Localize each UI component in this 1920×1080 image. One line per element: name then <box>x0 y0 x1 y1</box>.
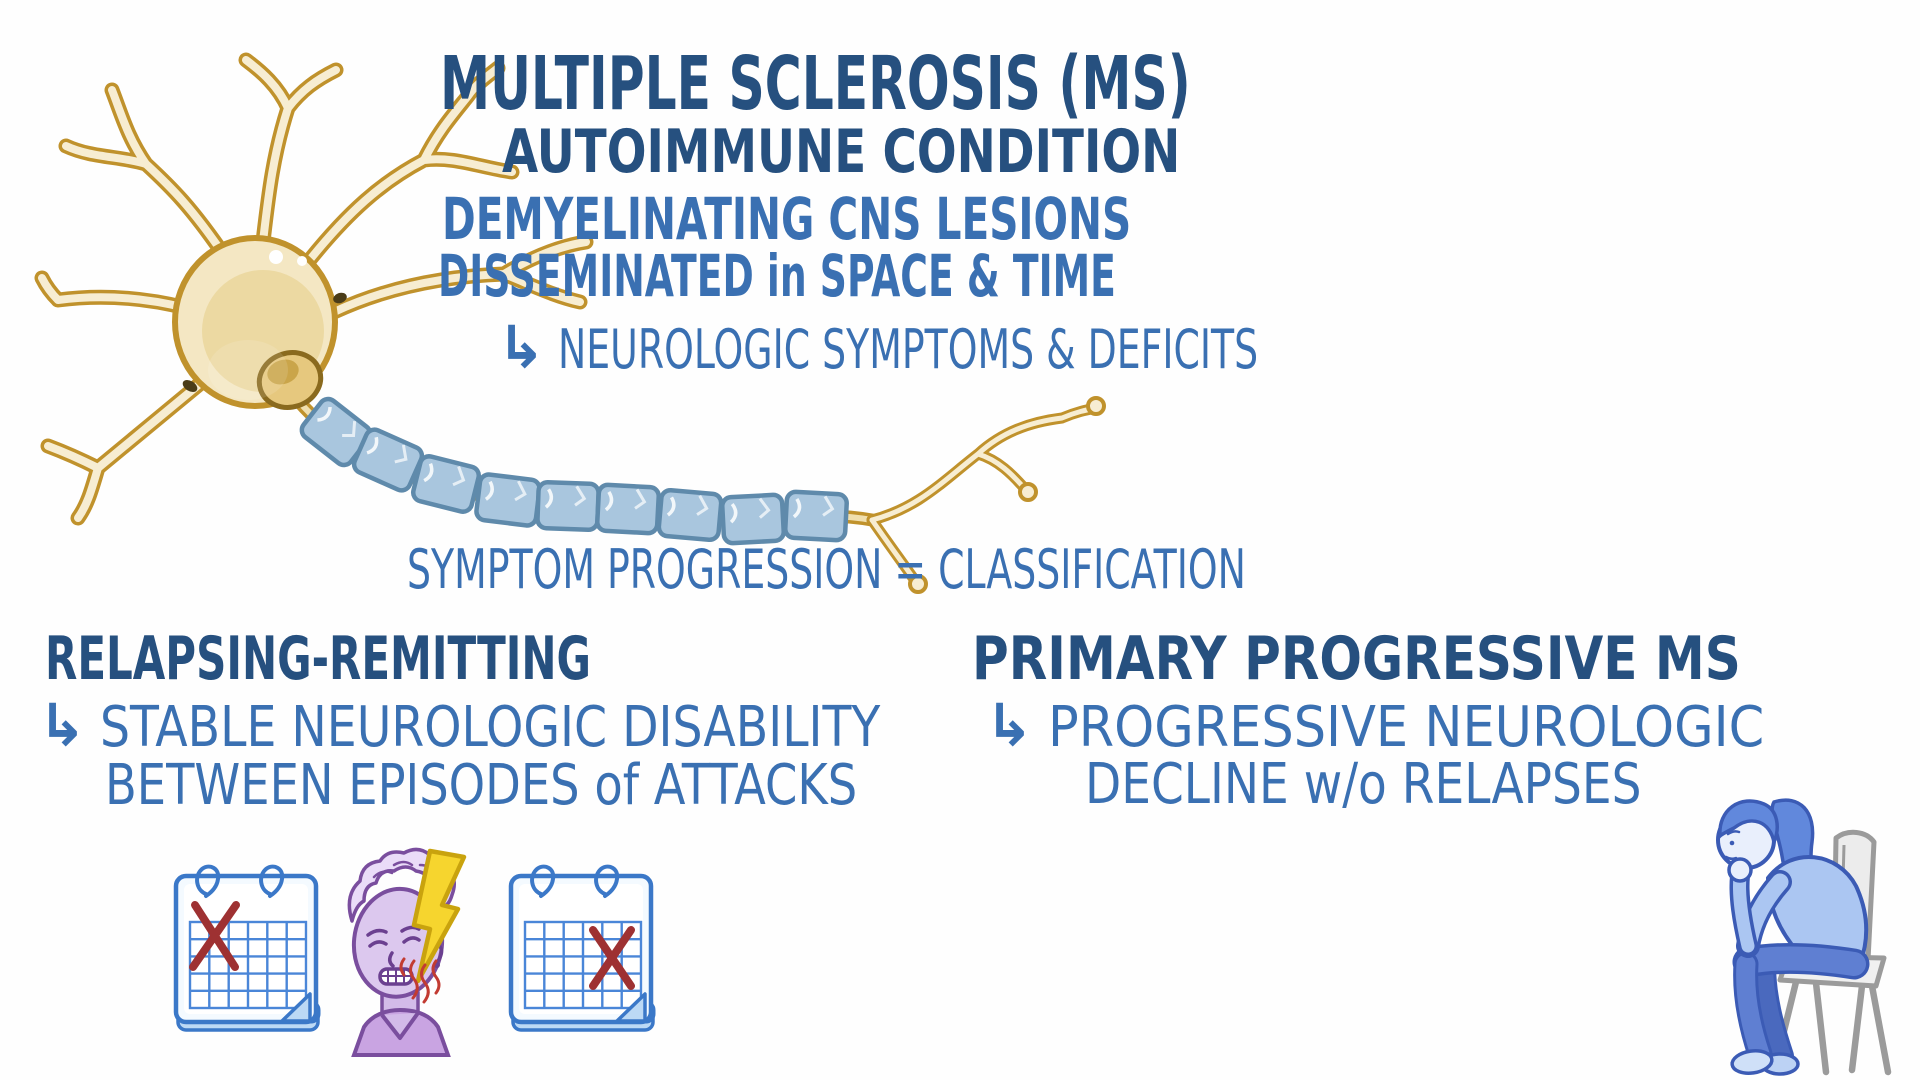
calendar-attack-1-icon <box>170 850 324 1034</box>
relapsing-line2: BETWEEN EPISODES of ATTACKS <box>105 753 858 818</box>
page-title: MULTIPLE SCLEROSIS (MS) <box>440 41 1191 127</box>
classification-heading: SYMPTOM PROGRESSION = CLASSIFICATION <box>407 538 1246 601</box>
facial-pain-icon <box>347 847 467 1057</box>
relapsing-line1: STABLE NEUROLOGIC DISABILITY <box>100 695 881 760</box>
relapsing-remitting-title: RELAPSING-REMITTING <box>45 624 591 694</box>
neuron-illustration <box>40 50 1106 594</box>
progressive-arrow-icon: ↳ <box>985 691 1034 759</box>
subtitle-autoimmune: AUTOIMMUNE CONDITION <box>502 117 1181 187</box>
line-disseminated: DISSEMINATED in SPACE & TIME <box>438 242 1116 310</box>
progressive-line1: PROGRESSIVE NEUROLOGIC <box>1048 695 1765 760</box>
seated-person-illustration <box>1716 798 1892 1076</box>
header-arrow-icon: ↳ <box>497 313 546 381</box>
line-demyelinating: DEMYELINATING CNS LESIONS <box>442 185 1132 253</box>
primary-progressive-title: PRIMARY PROGRESSIVE MS <box>972 624 1741 694</box>
calendar-attack-2-icon <box>505 850 659 1034</box>
relapsing-arrow-icon: ↳ <box>38 691 87 759</box>
progressive-line2: DECLINE w/o RELAPSES <box>1085 752 1642 817</box>
line-neurologic-symptoms: NEUROLOGIC SYMPTOMS & DEFICITS <box>558 318 1259 381</box>
